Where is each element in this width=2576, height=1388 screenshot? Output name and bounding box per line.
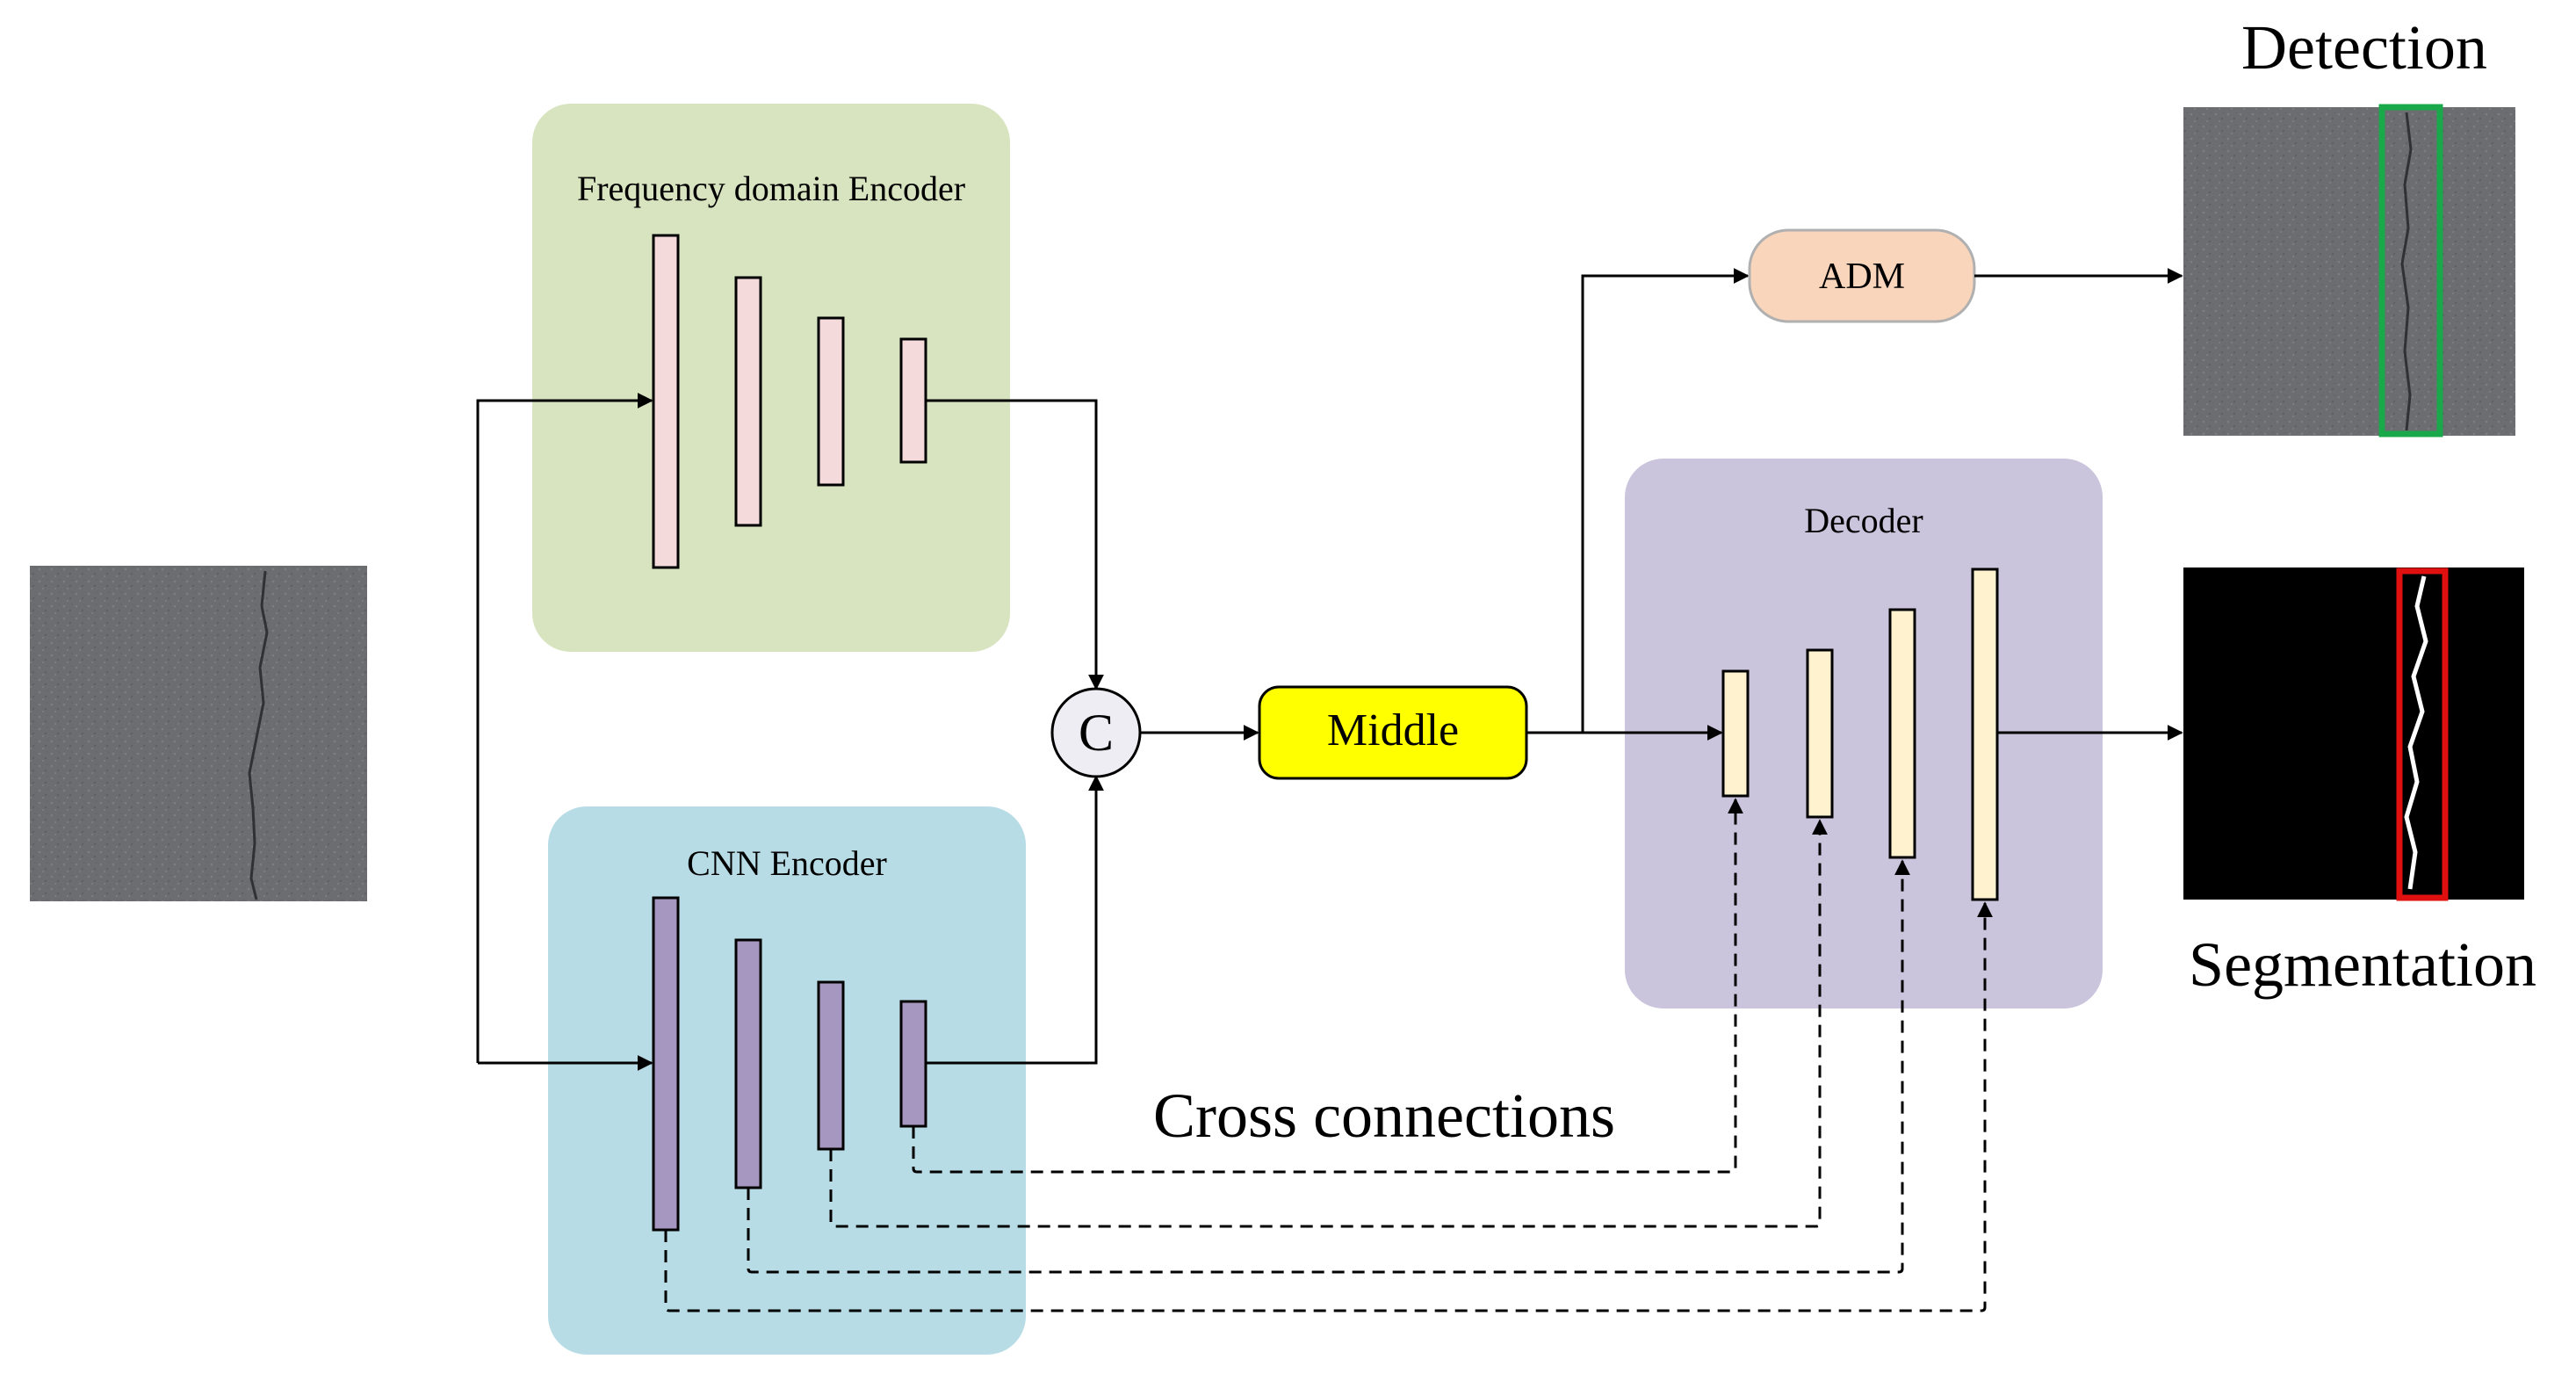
- detection-image: [2183, 104, 2515, 437]
- cross-connections: [664, 798, 1993, 1312]
- skip-connection-4: [664, 901, 1993, 1312]
- freq-bar-4: [899, 337, 927, 464]
- decoder-bar-3: [1888, 608, 1916, 859]
- segmentation-image: [2183, 567, 2524, 901]
- cnn-to-concat-arrow: [926, 775, 1104, 1065]
- freq-encoder-title: Frequency domain Encoder: [577, 169, 965, 208]
- skip-connection-2: [829, 819, 1828, 1228]
- skip-connection-3: [747, 859, 1910, 1274]
- cnn-bar-4: [899, 1000, 927, 1128]
- freq-bar-2: [734, 276, 762, 527]
- decoder-bars: [1721, 567, 1999, 901]
- segmentation-title: Segmentation: [2189, 929, 2536, 1000]
- decoder-bar-2: [1806, 648, 1834, 819]
- freq-encoder-bars: [652, 234, 927, 569]
- skip-connection-1: [912, 798, 1743, 1174]
- cnn-bar-1: [652, 896, 680, 1232]
- decoder-bar-4: [1971, 567, 1999, 901]
- cnn-encoder-title: CNN Encoder: [687, 843, 887, 883]
- middle-label: Middle: [1327, 705, 1459, 755]
- adm-label: ADM: [1819, 257, 1905, 297]
- decoder-bar-1: [1721, 669, 1750, 798]
- segmentation-box: [2396, 567, 2449, 901]
- detection-box: [2378, 104, 2443, 437]
- freq-to-concat-arrow: [926, 399, 1104, 690]
- freq-bar-1: [652, 234, 680, 569]
- middle-to-adm-arrow: [1581, 268, 1750, 733]
- input-image: [30, 566, 367, 901]
- cross-connections-label: Cross connections: [1153, 1081, 1615, 1151]
- cnn-bar-2: [734, 938, 762, 1189]
- input-to-freq-arrow: [476, 393, 653, 1063]
- concat-symbol: C: [1079, 704, 1114, 762]
- freq-encoder-panel: [532, 104, 1010, 652]
- cnn-bar-3: [817, 980, 845, 1151]
- detection-title: Detection: [2241, 12, 2487, 83]
- decoder-title: Decoder: [1804, 501, 1923, 540]
- freq-bar-3: [817, 316, 845, 487]
